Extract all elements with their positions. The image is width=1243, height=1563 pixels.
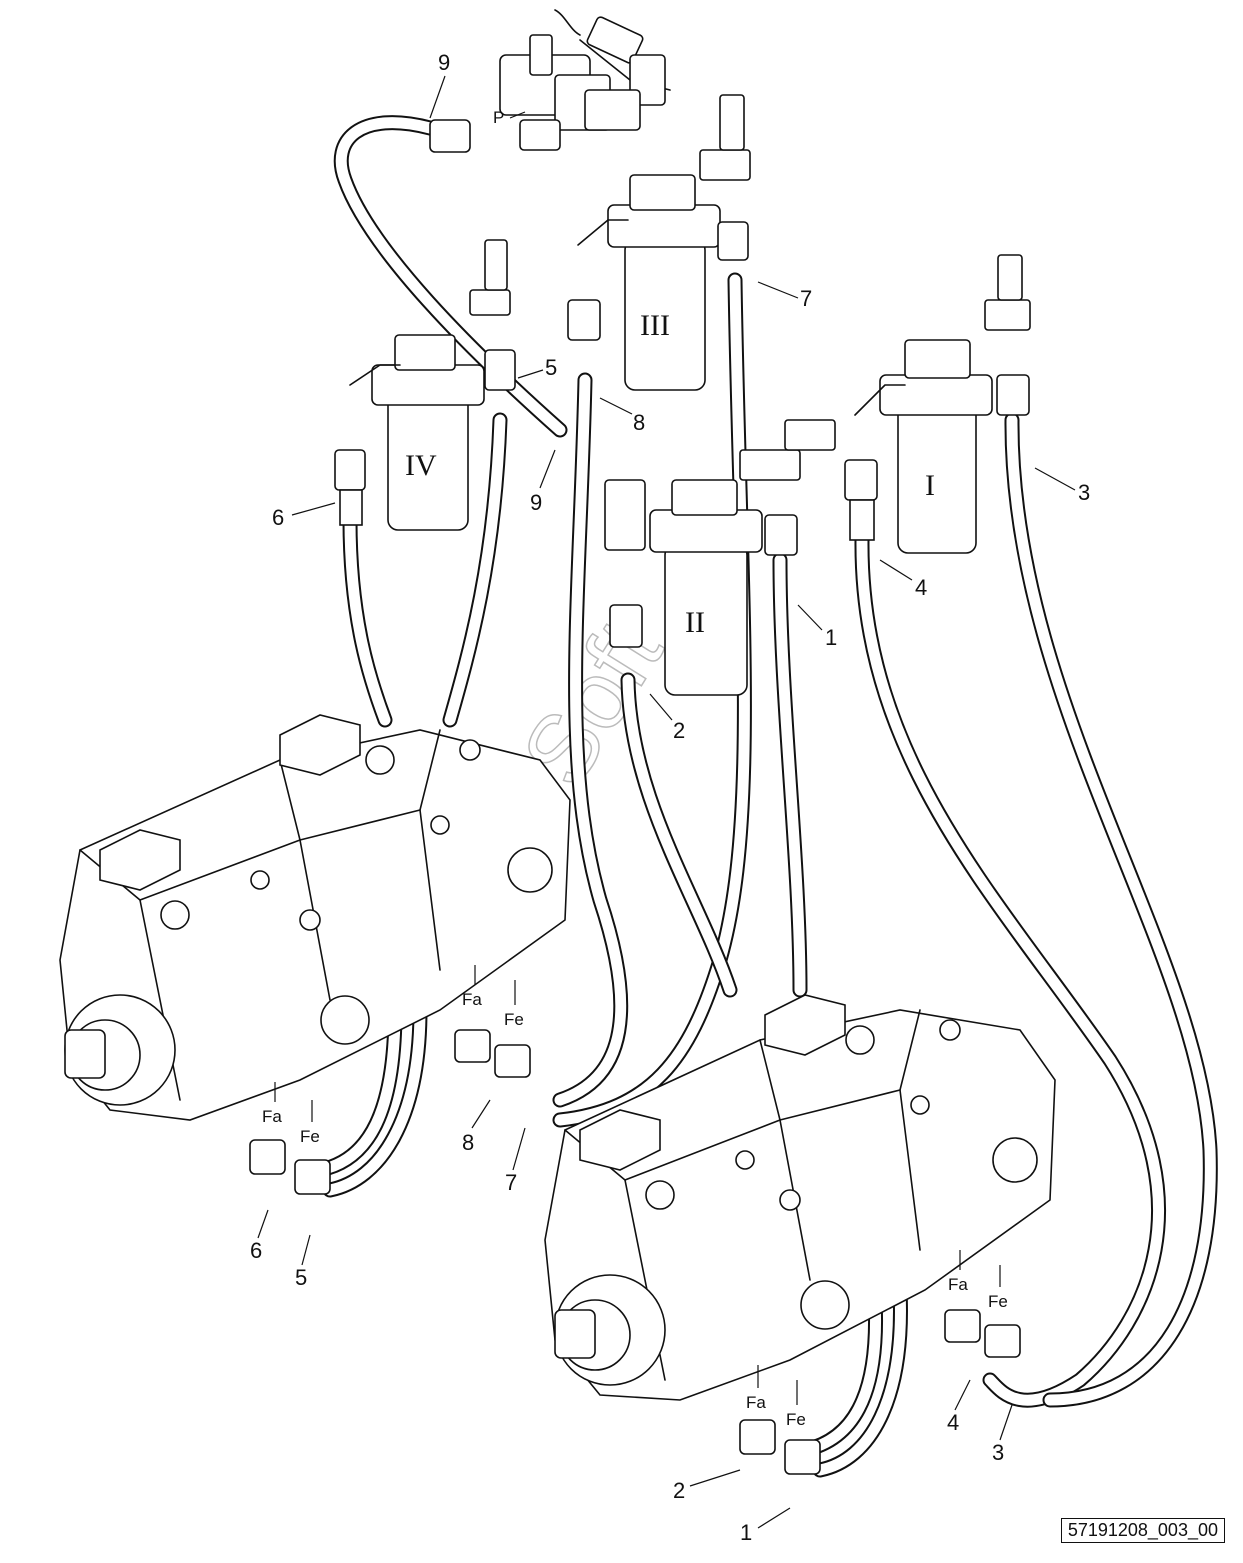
port-label-fe-right-upper: Fe	[988, 1292, 1008, 1311]
port-label-fe-left-lower: Fe	[300, 1127, 320, 1146]
callout-7-lower: 7	[505, 1170, 517, 1195]
callout-3-upper: 3	[1078, 480, 1090, 505]
port-label-fe-left-upper: Fe	[504, 1010, 524, 1029]
filter-label-iv: IV	[405, 449, 437, 482]
port-label-fa-right-upper: Fa	[948, 1275, 968, 1294]
pilot-valve-block	[429, 9, 671, 153]
callout-9-middle: 9	[530, 490, 542, 515]
callout-8-lower: 8	[462, 1130, 474, 1155]
filter-iv: IV	[334, 239, 516, 531]
port-label-fa-left-upper: Fa	[462, 990, 482, 1009]
callout-2-upper: 2	[673, 718, 685, 743]
callout-6-lower: 6	[250, 1238, 262, 1263]
callout-8-upper: 8	[633, 410, 645, 435]
callout-5-upper: 5	[545, 355, 557, 380]
callout-7-upper: 7	[800, 286, 812, 311]
port-labels: P Fa Fe Fa Fe Fa Fe Fa Fe	[262, 108, 1008, 1429]
filter-iii: III	[567, 94, 751, 391]
port-label-p: P	[493, 108, 504, 127]
callouts: 9 9 7 5 8 3 6 4 1 2 8 7 6	[250, 50, 1090, 1545]
drawing-number: 57191208_003_00	[1060, 1518, 1225, 1543]
callout-5-lower: 5	[295, 1265, 307, 1290]
filter-ii: II	[604, 419, 836, 696]
filter-label-i: I	[925, 469, 935, 502]
filter-label-iii: III	[640, 309, 670, 342]
port-label-fa-right-lower: Fa	[746, 1393, 766, 1412]
filter-i: I	[844, 254, 1031, 554]
left-pump-assembly	[59, 714, 571, 1195]
right-pump-assembly	[544, 994, 1056, 1475]
callout-4-upper: 4	[915, 575, 927, 600]
filter-label-ii: II	[685, 606, 705, 639]
callout-2-lower: 2	[673, 1478, 685, 1503]
callout-9-top: 9	[438, 50, 450, 75]
port-label-fe-right-lower: Fe	[786, 1410, 806, 1429]
callout-6-upper: 6	[272, 505, 284, 530]
port-label-fa-left-lower: Fa	[262, 1107, 282, 1126]
callout-1-upper: 1	[825, 625, 837, 650]
hose-lines	[312, 115, 1218, 1478]
callout-3-lower: 3	[992, 1440, 1004, 1465]
callout-1-lower: 1	[740, 1520, 752, 1545]
callout-4-lower: 4	[947, 1410, 959, 1435]
